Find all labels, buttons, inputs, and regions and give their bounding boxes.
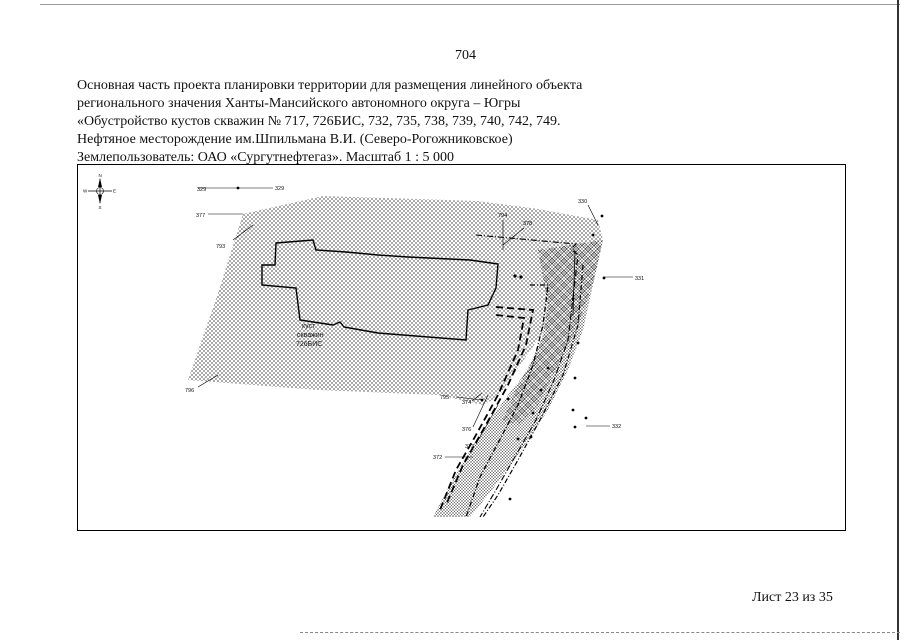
compass-west: W	[83, 189, 88, 194]
heading-line-1: Основная часть проекта планировки террит…	[77, 78, 583, 93]
point-label-377: 377	[196, 213, 205, 219]
point-label-332: 332	[612, 424, 621, 430]
point-label-794: 794	[498, 213, 507, 219]
point-label-374: 374	[462, 400, 471, 406]
survey-points	[236, 186, 606, 501]
point-label-795: 795	[440, 395, 449, 401]
sheet-number: Лист 23 из 35	[752, 590, 833, 605]
road-edge-inner	[445, 306, 535, 506]
cluster-pad-outline	[261, 239, 499, 341]
heading-line-4: Нефтяное месторождение им.Шпильмана В.И.…	[77, 132, 513, 147]
point-label-376: 376	[462, 427, 471, 433]
heading-line-3: «Обустройство кустов скважин № 717, 726Б…	[77, 114, 561, 129]
road-centerline	[465, 284, 549, 518]
point-label-373: 373	[465, 444, 474, 450]
road-right-edge	[482, 264, 584, 518]
allotment-area-strip	[473, 230, 603, 425]
compass-south: S	[99, 205, 102, 210]
scan-edge-top	[40, 4, 900, 5]
scan-edge-bottom	[300, 632, 900, 633]
compass-rose-icon: N S W E	[83, 173, 116, 210]
heading-line-2: регионального значения Ханты-Мансийского…	[77, 96, 521, 111]
point-label-378: 378	[523, 221, 532, 227]
road-edge-outer	[439, 314, 526, 511]
point-label-329b: 329	[275, 186, 284, 192]
page-number: 704	[455, 48, 476, 63]
boundary-dashdot	[475, 234, 579, 518]
document-heading: Основная часть проекта планировки террит…	[77, 77, 717, 167]
point-label-330: 330	[578, 199, 587, 205]
cluster-label-3: 726БИС	[296, 341, 322, 348]
point-label-796: 796	[185, 388, 194, 394]
point-label-372: 372	[433, 455, 442, 461]
leader-lines	[197, 187, 633, 458]
cluster-label-2: скважин	[297, 332, 324, 339]
compass-north: N	[99, 173, 102, 178]
heading-line-5: Землепользователь: ОАО «Сургутнефтегаз».…	[77, 150, 455, 165]
cluster-label-1: куст	[302, 323, 316, 330]
boundary-right-thin	[572, 250, 576, 316]
point-label-793: 793	[216, 244, 225, 250]
point-label-329a: 329	[197, 187, 206, 193]
map-drawing: N S W E куст скважин 726БИС 329 329 377 …	[83, 173, 644, 518]
point-label-331: 331	[635, 276, 644, 282]
scan-edge-right	[897, 0, 899, 640]
compass-east: E	[113, 189, 116, 194]
map-frame: N S W E куст скважин 726БИС 329 329 377 …	[77, 164, 846, 531]
